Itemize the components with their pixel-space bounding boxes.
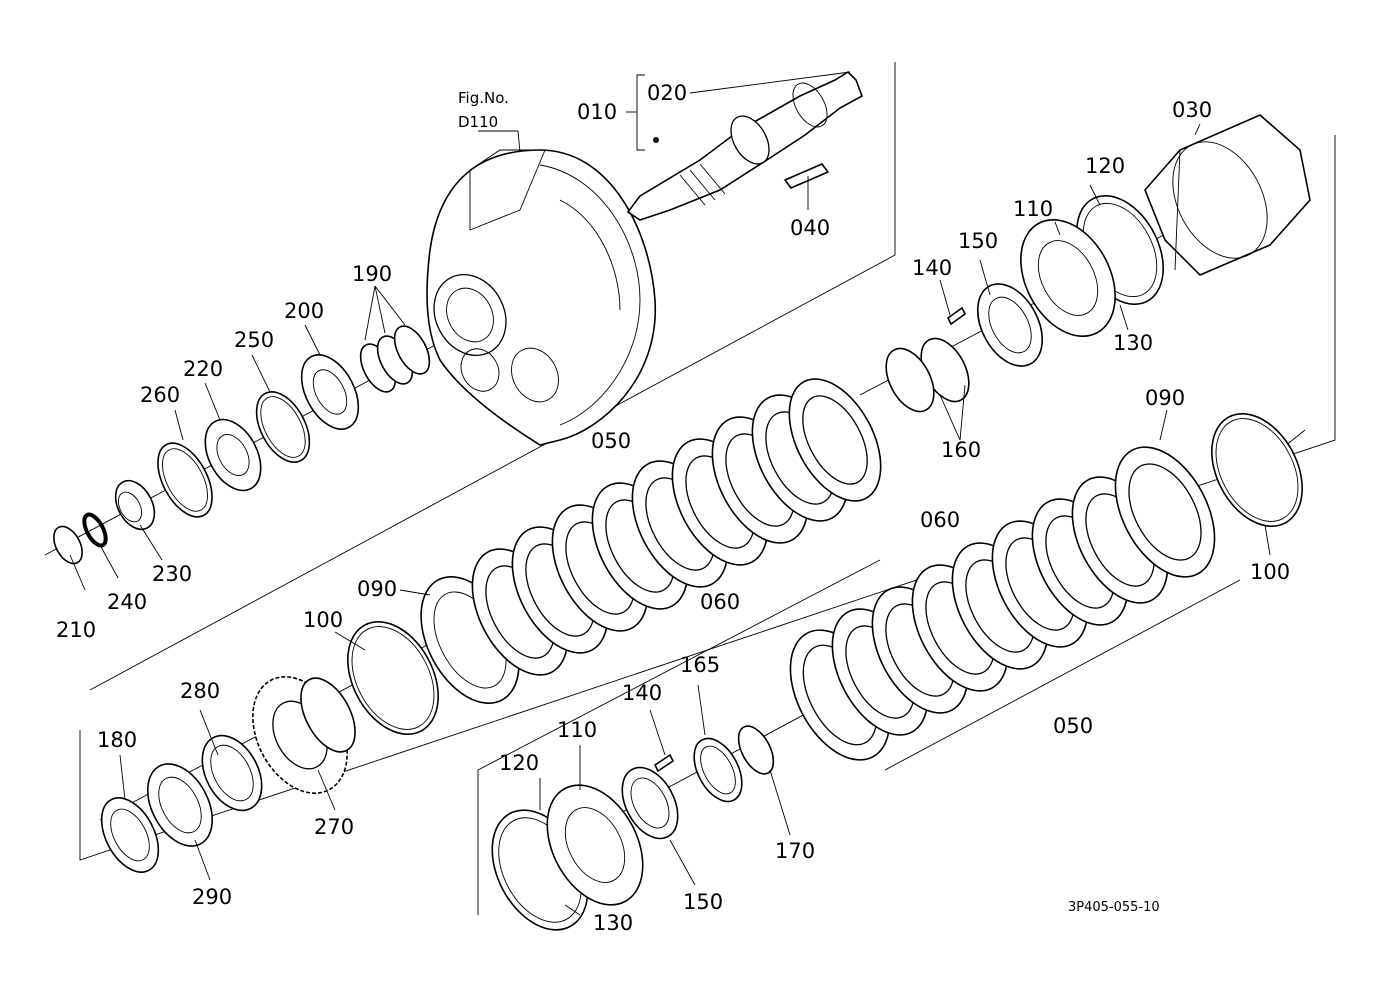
figure-ref-line2: D110 bbox=[458, 113, 498, 131]
label-060-lower: 060 bbox=[920, 508, 960, 532]
label-060-upper: 060 bbox=[700, 590, 740, 614]
label-260: 260 bbox=[140, 383, 180, 407]
label-180: 180 bbox=[97, 728, 137, 752]
label-140-upper: 140 bbox=[912, 256, 952, 280]
label-100-right: 100 bbox=[1250, 560, 1290, 584]
part-labels: 010 020 030 040 050 050 060 060 090 090 … bbox=[56, 81, 1290, 935]
label-150-upper: 150 bbox=[958, 229, 998, 253]
label-290: 290 bbox=[192, 885, 232, 909]
main-shaft bbox=[626, 70, 863, 221]
label-020: 020 bbox=[647, 81, 687, 105]
label-165: 165 bbox=[680, 653, 720, 677]
label-270: 270 bbox=[314, 815, 354, 839]
label-090-left: 090 bbox=[357, 577, 397, 601]
drawing-code: 3P405-055-10 bbox=[1068, 900, 1160, 915]
upper-right-parts bbox=[885, 114, 1311, 441]
label-170: 170 bbox=[775, 839, 815, 863]
label-240: 240 bbox=[107, 590, 147, 614]
label-130-upper: 130 bbox=[1113, 331, 1153, 355]
upper-left-parts bbox=[53, 285, 431, 565]
label-150-lower: 150 bbox=[683, 890, 723, 914]
label-220: 220 bbox=[183, 357, 223, 381]
lower-middle-parts bbox=[491, 725, 775, 931]
group-frames bbox=[79, 62, 1336, 915]
label-160: 160 bbox=[941, 438, 981, 462]
label-050-upper: 050 bbox=[591, 429, 631, 453]
figure-ref-line1: Fig.No. bbox=[458, 89, 509, 107]
label-100-left: 100 bbox=[303, 608, 343, 632]
label-120-lower: 120 bbox=[499, 751, 539, 775]
label-130-lower: 130 bbox=[593, 911, 633, 935]
label-110-upper: 110 bbox=[1013, 197, 1053, 221]
label-140-lower: 140 bbox=[622, 681, 662, 705]
lower-clutch-pack bbox=[789, 412, 1303, 771]
label-200: 200 bbox=[284, 299, 324, 323]
leader-lines bbox=[69, 123, 1271, 916]
label-250: 250 bbox=[234, 328, 274, 352]
upper-clutch-pack bbox=[347, 378, 882, 736]
transmission-housing: Fig.No. D110 bbox=[426, 89, 656, 446]
label-090-right: 090 bbox=[1145, 386, 1185, 410]
label-190: 190 bbox=[352, 262, 392, 286]
lower-left-parts bbox=[100, 676, 356, 873]
label-030: 030 bbox=[1172, 98, 1212, 122]
label-230: 230 bbox=[152, 562, 192, 586]
label-040: 040 bbox=[790, 216, 830, 240]
label-110-lower: 110 bbox=[557, 718, 597, 742]
label-280: 280 bbox=[180, 679, 220, 703]
label-120-upper: 120 bbox=[1085, 154, 1125, 178]
label-010: 010 bbox=[577, 100, 617, 124]
label-210: 210 bbox=[56, 618, 96, 642]
label-050-lower: 050 bbox=[1053, 714, 1093, 738]
